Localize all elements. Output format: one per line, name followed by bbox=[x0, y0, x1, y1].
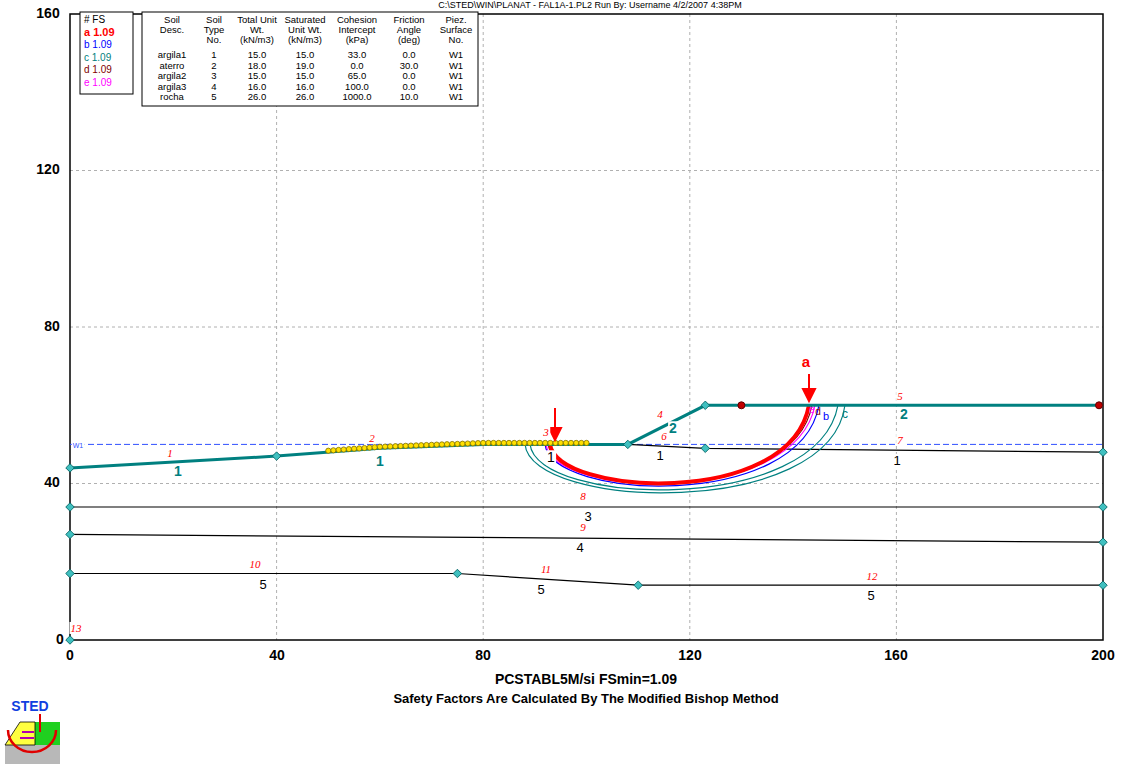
table-cell: 0.0 bbox=[350, 60, 363, 70]
soil-type: 4 bbox=[575, 541, 584, 555]
table-header: Total Unit Wt. (kN/m3) bbox=[233, 15, 281, 45]
soil-type: 5 bbox=[536, 583, 545, 597]
circle-letter: b bbox=[822, 410, 830, 422]
table-cell: argila2 bbox=[158, 71, 187, 81]
table-cell: 1000.0 bbox=[342, 92, 371, 102]
caption-line: PCSTABL5M/si FSmin=1.09 bbox=[494, 672, 678, 687]
axis-tick: 160 bbox=[35, 6, 60, 21]
soil-type: 2 bbox=[899, 407, 909, 422]
table-cell: 65.0 bbox=[348, 71, 367, 81]
table-cell: 0.0 bbox=[402, 81, 415, 91]
fs-entry: a 1.09 bbox=[84, 25, 115, 37]
circle-letter: d bbox=[814, 406, 822, 417]
table-cell: W1 bbox=[449, 92, 463, 102]
axis-tick: 80 bbox=[43, 319, 61, 334]
table-cell: 5 bbox=[211, 92, 216, 102]
table-cell: aterro bbox=[160, 60, 185, 70]
table-cell: 26.0 bbox=[248, 92, 267, 102]
segment-number: 12 bbox=[866, 570, 879, 582]
plot-title: C:\STED\WIN\PLANAT - FAL1A-1.PL2 Run By:… bbox=[438, 1, 741, 11]
logo-text: STED bbox=[10, 699, 49, 714]
table-cell: 10.0 bbox=[400, 92, 419, 102]
table-cell: 3 bbox=[211, 71, 216, 81]
axis-tick: 0 bbox=[55, 632, 65, 647]
table-header: Piez. Surface No. bbox=[436, 15, 476, 45]
table-cell: 16.0 bbox=[296, 81, 315, 91]
table-cell: W1 bbox=[449, 81, 463, 91]
circle-letter: a bbox=[801, 354, 811, 371]
soil-type: 3 bbox=[583, 510, 592, 524]
soil-type: 1 bbox=[546, 450, 556, 465]
table-cell: 15.0 bbox=[296, 71, 315, 81]
fs-entry: e 1.09 bbox=[84, 76, 112, 87]
soil-type: 1 bbox=[892, 454, 901, 468]
segment-number: 7 bbox=[896, 434, 904, 446]
soil-type: 5 bbox=[258, 578, 267, 592]
segment-number: 6 bbox=[660, 430, 668, 442]
table-cell: 0.0 bbox=[402, 50, 415, 60]
fs-entry: b 1.09 bbox=[84, 39, 112, 50]
table-cell: W1 bbox=[449, 50, 463, 60]
table-cell: 15.0 bbox=[248, 71, 267, 81]
soil-type: 1 bbox=[655, 449, 664, 463]
table-cell: 2 bbox=[211, 60, 216, 70]
table-header: Cohesion Intercept (kPa) bbox=[331, 15, 383, 45]
axis-tick: 0 bbox=[65, 648, 75, 663]
segment-number: 5 bbox=[896, 390, 904, 402]
soil-type: 2 bbox=[668, 421, 678, 436]
axis-tick: 120 bbox=[35, 162, 60, 177]
table-cell: 15.0 bbox=[296, 50, 315, 60]
axis-tick: 40 bbox=[43, 475, 61, 490]
table-cell: argila3 bbox=[158, 81, 187, 91]
table-cell: 4 bbox=[211, 81, 216, 91]
axis-tick: 120 bbox=[677, 648, 702, 663]
circle-letter: c bbox=[841, 408, 849, 421]
table-cell: 1 bbox=[211, 50, 216, 60]
table-cell: 18.0 bbox=[248, 60, 267, 70]
table-cell: argila1 bbox=[158, 50, 187, 60]
segment-number: 11 bbox=[540, 563, 552, 575]
sted-logo bbox=[5, 714, 60, 764]
table-cell: 0.0 bbox=[402, 71, 415, 81]
table-cell: 19.0 bbox=[296, 60, 315, 70]
table-cell: 26.0 bbox=[296, 92, 315, 102]
table-cell: 16.0 bbox=[248, 81, 267, 91]
segment-number: 13 bbox=[70, 622, 83, 634]
table-cell: rocha bbox=[160, 92, 184, 102]
piezometric-label: W1 bbox=[72, 442, 85, 450]
soil-type: 5 bbox=[866, 589, 875, 603]
soil-type: 1 bbox=[375, 454, 385, 469]
fs-entry: d 1.09 bbox=[84, 64, 112, 75]
table-cell: 15.0 bbox=[248, 50, 267, 60]
segment-number: 8 bbox=[579, 490, 587, 502]
segment-number: 1 bbox=[166, 447, 174, 459]
axis-tick: 80 bbox=[474, 648, 492, 663]
segment-number: 3 bbox=[542, 426, 550, 438]
table-header: Soil Desc. bbox=[151, 15, 193, 35]
axis-tick: 160 bbox=[883, 648, 908, 663]
table-header: Friction Angle (deg) bbox=[387, 15, 431, 45]
table-header: Soil Type No. bbox=[197, 15, 231, 45]
table-cell: W1 bbox=[449, 60, 463, 70]
segment-number: 10 bbox=[249, 558, 262, 570]
table-cell: 100.0 bbox=[345, 81, 369, 91]
soil-type: 1 bbox=[173, 464, 183, 479]
caption-line: Safety Factors Are Calculated By The Mod… bbox=[392, 692, 779, 706]
circle-letter: e bbox=[808, 404, 816, 415]
table-cell: W1 bbox=[449, 71, 463, 81]
axis-tick: 200 bbox=[1090, 648, 1115, 663]
fs-entry: c 1.09 bbox=[84, 51, 111, 62]
fs-entry: # FS bbox=[84, 14, 105, 25]
table-cell: 30.0 bbox=[400, 60, 419, 70]
axis-tick: 40 bbox=[268, 648, 286, 663]
segment-number: 4 bbox=[656, 408, 664, 420]
table-header: Saturated Unit Wt. (kN/m3) bbox=[278, 15, 332, 45]
table-cell: 33.0 bbox=[348, 50, 367, 60]
segment-number: 2 bbox=[368, 432, 376, 444]
